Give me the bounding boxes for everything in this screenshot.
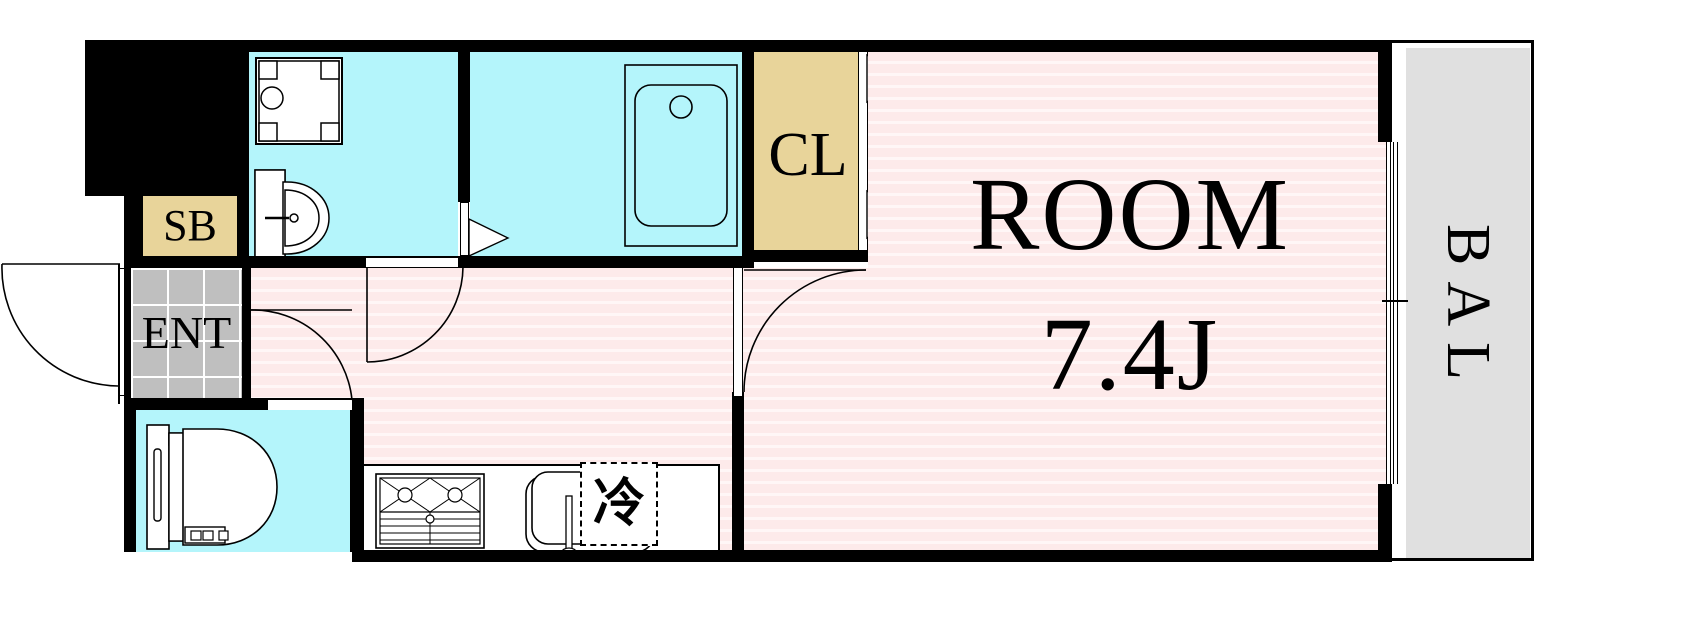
wall-left-edge-upper xyxy=(124,196,132,266)
room-door-swing-icon xyxy=(743,269,867,393)
wall-wet-bottom xyxy=(237,256,754,268)
gas-stove-icon xyxy=(375,473,485,549)
room-main-label: ROOM xyxy=(969,157,1291,272)
washing-machine-pan-icon xyxy=(255,57,343,145)
room-closet-fill xyxy=(754,52,862,256)
hallway-right-fill xyxy=(742,268,868,550)
bath-folding-door-arrow-icon xyxy=(468,217,510,258)
washroom-door-swing-icon xyxy=(366,266,464,363)
room-sb: SB xyxy=(143,196,237,256)
balcony-window-pane-a[interactable] xyxy=(1386,142,1391,484)
wall-sb-bottom-hairline xyxy=(131,260,249,263)
balcony-window-handle-icon xyxy=(1382,300,1408,302)
wall-balcony-top xyxy=(1392,40,1534,43)
room-ent: ENT xyxy=(131,268,242,398)
toilet-door-opening xyxy=(268,400,352,410)
room-main-fill xyxy=(868,52,1390,550)
wall-balcony-right xyxy=(1531,40,1534,561)
room-balcony-fill xyxy=(1406,48,1530,558)
wall-washroom-left xyxy=(237,52,249,264)
washroom-door-opening xyxy=(366,258,458,267)
wash-basin-icon xyxy=(254,169,330,267)
room-main-area: 7.4J xyxy=(1040,297,1220,412)
room-balcony-label: BAL xyxy=(1434,224,1502,396)
room-cl-label: CL xyxy=(768,121,848,189)
wall-hall-room-lower xyxy=(732,392,744,550)
wall-room-right xyxy=(1378,40,1392,142)
kitchen-counter xyxy=(362,464,720,557)
wall-closet-left xyxy=(742,52,754,268)
entrance-door-swing-icon xyxy=(1,263,120,387)
shaft-block xyxy=(85,40,242,196)
wall-bottom-kitchen xyxy=(352,398,364,562)
room-bathroom xyxy=(470,52,742,256)
wall-closet-bottom xyxy=(754,250,868,262)
wall-top-outer xyxy=(85,40,1390,52)
wall-balcony-bottom xyxy=(1392,558,1534,561)
room-door-leaf[interactable] xyxy=(733,268,743,396)
wall-ent-left-hairline xyxy=(118,264,120,404)
toilet-door-swing-icon xyxy=(249,309,353,401)
wall-washroom-bath xyxy=(458,52,470,202)
toilet-icon xyxy=(146,424,278,550)
balcony-window-pane-b[interactable] xyxy=(1393,142,1398,484)
wall-room-right-lower xyxy=(1378,484,1392,562)
refrigerator-space: 冷 xyxy=(580,462,658,546)
wall-bottom-main xyxy=(352,550,1392,562)
bathtub-icon xyxy=(624,64,738,247)
